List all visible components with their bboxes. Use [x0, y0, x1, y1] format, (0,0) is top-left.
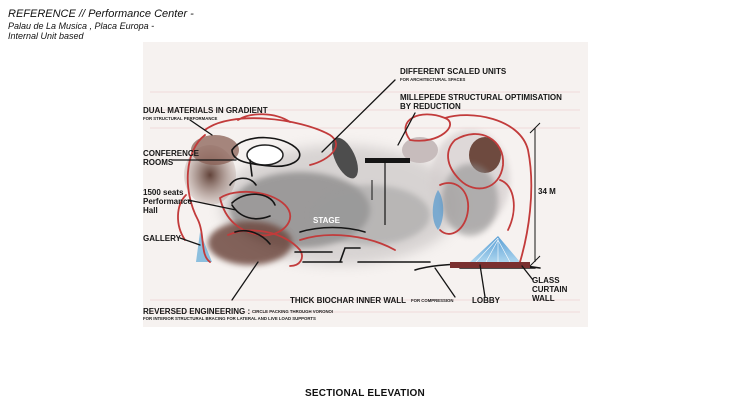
label-different-units: DIFFERENT SCALED UNITS: [400, 67, 507, 76]
label-dual-materials-sub: FOR STRUCTURAL PERFORMANCE: [143, 116, 218, 121]
label-different-units-sub: FOR ARCHITECTURAL SPACES: [400, 77, 466, 82]
label-seats-2: Performance: [143, 197, 192, 206]
label-conference-1: CONFERENCE: [143, 149, 200, 158]
label-height: 34 M: [538, 187, 556, 196]
label-stage: STAGE: [313, 216, 340, 225]
label-glass-2: CURTAIN: [532, 285, 568, 294]
label-millepede-2: BY REDUCTION: [400, 102, 461, 111]
label-millepede-1: MILLEPEDE STRUCTURAL OPTIMISATION: [400, 93, 562, 102]
reference-title: REFERENCE // Performance Center -: [8, 8, 194, 20]
label-seats-3: Hall: [143, 206, 158, 215]
label-gallery: GALLERY: [143, 234, 181, 243]
label-conference-2: ROOMS: [143, 158, 174, 167]
drawing-caption: SECTIONAL ELEVATION: [305, 388, 425, 399]
label-reversed-sub1: CIRCLE PACKING THROUGH VORONOI: [252, 309, 334, 314]
label-glass-1: GLASS: [532, 276, 560, 285]
reference-basis: Internal Unit based: [8, 31, 84, 41]
label-biochar: THICK BIOCHAR INNER WALL: [290, 296, 406, 305]
reference-location: Palau de La Musica , Placa Europa -: [8, 21, 155, 31]
leader-lines: [171, 79, 534, 301]
label-biochar-sub: FOR COMPRESSION: [411, 298, 454, 303]
label-glass-3: WALL: [532, 294, 555, 303]
label-reversed: REVERSED ENGINEERING :: [143, 307, 251, 316]
height-dimension: [529, 122, 541, 267]
label-dual-materials: DUAL MATERIALS IN GRADIENT: [143, 106, 268, 115]
label-seats-1: 1500 seats: [143, 188, 184, 197]
label-reversed-sub2: FOR INTERIOR STRUCTURAL BRACING FOR LATE…: [143, 316, 316, 321]
lobby-slab: [450, 262, 530, 268]
label-lobby: LOBBY: [472, 296, 500, 305]
stage-platform: [365, 158, 410, 163]
